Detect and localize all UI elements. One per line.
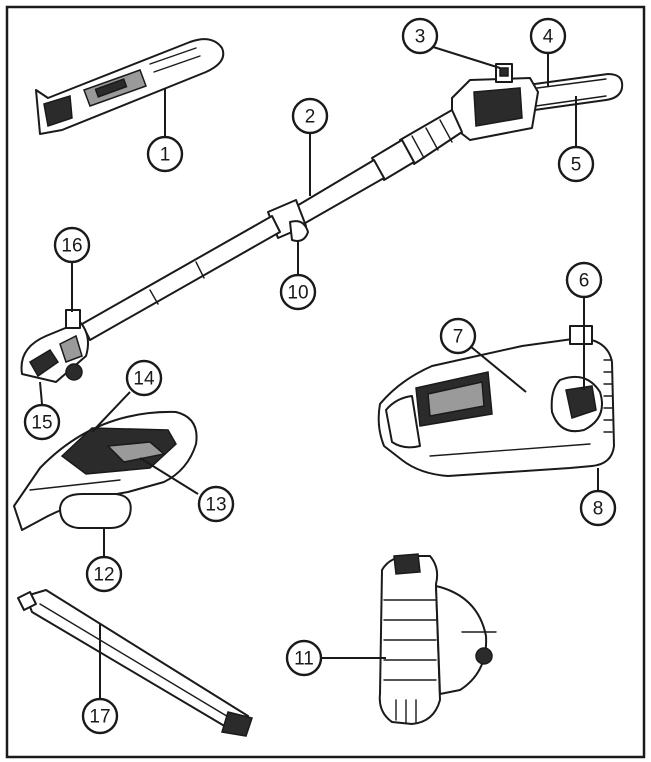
callout-1: 1	[148, 137, 182, 171]
callout-4: 4	[531, 19, 565, 53]
callout-label: 3	[415, 27, 426, 48]
callout-15: 15	[25, 405, 59, 439]
callout-11: 11	[287, 641, 321, 675]
callout-label: 13	[205, 495, 226, 516]
callout-label: 11	[294, 649, 314, 670]
callout-label: 4	[543, 27, 554, 48]
callout-14: 14	[127, 361, 161, 395]
callout-label: 14	[133, 369, 155, 390]
callout-label: 17	[89, 707, 110, 728]
callout-label: 8	[593, 499, 604, 520]
callout-2: 2	[293, 99, 327, 133]
callout-label: 1	[160, 145, 171, 166]
callout-12: 12	[87, 557, 121, 591]
motor-housing-detail	[379, 326, 614, 476]
head-side-view	[380, 554, 496, 724]
callout-8: 8	[581, 491, 615, 525]
callout-13: 13	[199, 487, 233, 521]
callout-label: 5	[571, 155, 582, 176]
callout-10: 10	[281, 275, 315, 309]
callout-16: 16	[55, 228, 89, 262]
callout-3: 3	[403, 19, 437, 53]
bar-cover-part	[36, 39, 223, 134]
callout-label: 16	[61, 236, 82, 257]
callout-label: 6	[579, 271, 590, 292]
extension-tube-part	[18, 590, 252, 736]
callout-label: 7	[453, 327, 464, 348]
callout-label: 2	[305, 107, 316, 128]
callout-label: 12	[93, 565, 114, 586]
callout-6: 6	[567, 263, 601, 297]
callout-5: 5	[559, 147, 593, 181]
callout-label: 15	[31, 413, 52, 434]
callout-7: 7	[441, 319, 475, 353]
callout-label: 10	[287, 283, 308, 304]
callout-17: 17	[83, 699, 117, 733]
